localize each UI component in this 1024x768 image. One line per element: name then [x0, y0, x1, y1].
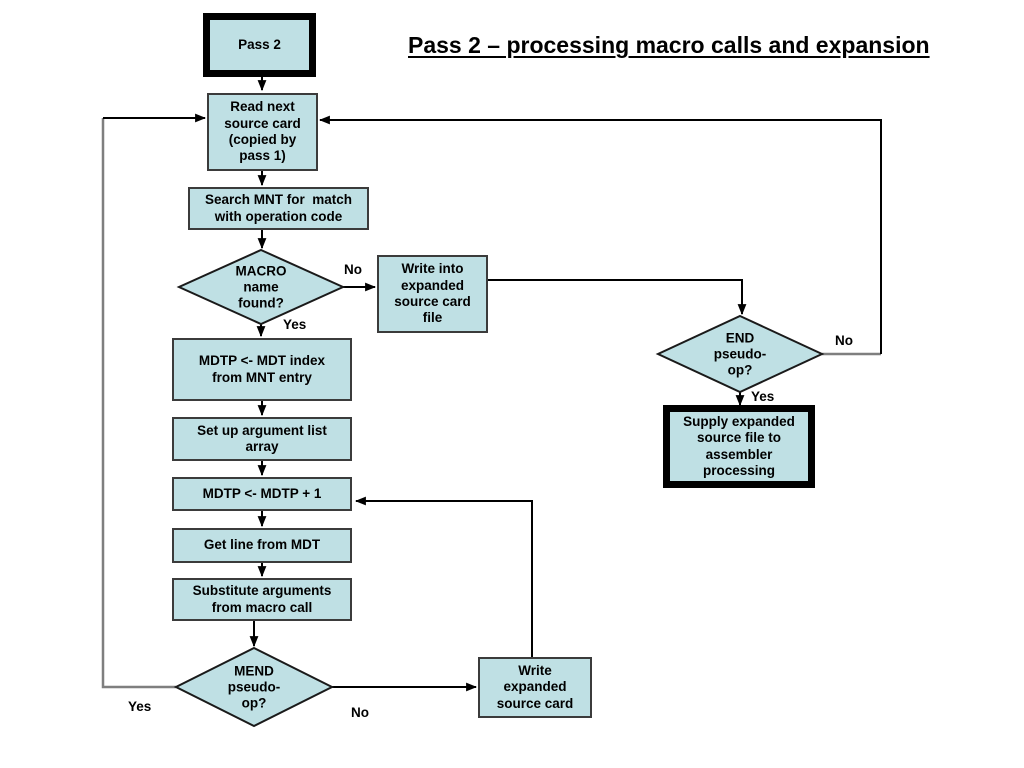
decision-end-label: END pseudo- op? [713, 330, 767, 379]
edge-mend-yes-loop [101, 118, 176, 689]
edge-write-expanded-to-mdtp-incr [354, 496, 533, 657]
node-get-line-label: Get line from MDT [203, 537, 321, 553]
edge-write-into-to-end [488, 279, 747, 316]
node-write-into-label: Write into expanded source card file [394, 261, 471, 326]
node-write-expanded-label: Write expanded source card [496, 662, 574, 711]
node-supply-expanded-file: Supply expanded source file to assembler… [663, 405, 815, 488]
node-mdtp-increment: MDTP <- MDTP + 1 [172, 477, 352, 511]
node-write-into-expanded-file: Write into expanded source card file [377, 255, 488, 333]
node-write-expanded-source-card: Write expanded source card [478, 657, 592, 718]
label-macro-no: No [344, 262, 362, 277]
label-mend-no: No [351, 705, 369, 720]
decision-mend-label: MEND pseudo- op? [227, 663, 281, 712]
node-substitute-label: Substitute arguments from macro call [192, 583, 332, 615]
node-mdtp-increment-label: MDTP <- MDTP + 1 [202, 485, 322, 501]
node-read-next-label: Read next source card (copied by pass 1) [224, 99, 301, 164]
node-supply-label: Supply expanded source file to assembler… [683, 413, 795, 478]
node-setup-argument-list-label: Set up argument list array [197, 422, 327, 454]
label-mend-yes: Yes [128, 699, 152, 714]
node-search-mnt: Search MNT for match with operation code [188, 187, 369, 230]
slide-title: Pass 2 – processing macro calls and expa… [408, 32, 930, 58]
node-get-line-from-mdt: Get line from MDT [172, 528, 352, 563]
node-read-next-source-card: Read next source card (copied by pass 1) [207, 93, 318, 171]
node-search-mnt-label: Search MNT for match with operation code [204, 192, 353, 224]
node-mdtp-from-mnt: MDTP <- MDT index from MNT entry [172, 338, 352, 401]
label-macro-yes: Yes [283, 317, 307, 332]
decision-end-pseudo-op [655, 314, 825, 394]
node-substitute-arguments: Substitute arguments from macro call [172, 578, 352, 621]
label-end-yes: Yes [751, 389, 775, 404]
decision-macro-label: MACRO name found? [235, 263, 287, 312]
label-end-no: No [835, 333, 853, 348]
edge-right-loop-to-read-next [318, 115, 882, 354]
node-mdtp-from-mnt-label: MDTP <- MDT index from MNT entry [198, 353, 326, 385]
node-setup-argument-list: Set up argument list array [172, 417, 352, 461]
decision-mend-pseudo-op [173, 646, 335, 728]
decision-macro-name-found [176, 248, 346, 326]
node-pass2-label: Pass 2 [238, 36, 281, 52]
node-pass2: Pass 2 [203, 13, 316, 77]
